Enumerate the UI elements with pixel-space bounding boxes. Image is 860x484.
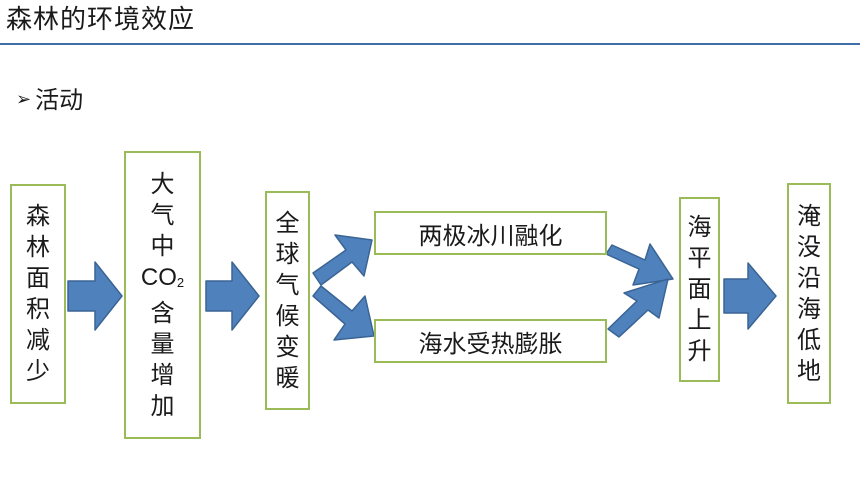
sealevel-char: 海 [687, 213, 712, 241]
co2-before-char: 气 [150, 200, 175, 229]
arrow-forest-to-co2 [67, 261, 123, 331]
glacier-label: 两极冰川融化 [418, 221, 563, 250]
seawater-label: 海水受热膨胀 [418, 329, 563, 358]
node-co2-increase: 大气中 CO2 含量增加 [124, 151, 201, 439]
node-forest-decrease: 森林面积减少 [10, 184, 66, 404]
arrow-bullet-icon: ➢ [16, 89, 32, 110]
node-coastal-flooding: 淹没沿海低地 [787, 183, 831, 404]
activity-label: 活动 [35, 86, 84, 114]
sealevel-char: 平 [687, 244, 712, 272]
warming-char: 候 [275, 301, 300, 330]
forest-char: 积 [26, 295, 50, 323]
arrow-co2-to-warming [205, 261, 260, 331]
forest-char: 面 [26, 264, 50, 292]
co2-after-char: 量 [150, 329, 175, 358]
forest-char: 少 [26, 357, 50, 385]
arrow-warming-to-seawater [312, 285, 375, 341]
node-global-warming: 全球气候变暖 [265, 191, 310, 410]
flood-char: 沿 [797, 263, 821, 292]
co2-after-char: 增 [150, 360, 175, 389]
co2-label: CO2 [141, 262, 184, 298]
forest-char: 森 [26, 202, 50, 230]
arrow-sealevel-to-flood [723, 262, 777, 330]
warming-char: 变 [275, 332, 300, 361]
flood-char: 淹 [797, 201, 821, 230]
co2-before-char: 大 [150, 169, 175, 198]
co2-after-char: 加 [150, 391, 175, 420]
arrow-warming-to-glacier [312, 234, 373, 286]
warming-char: 气 [275, 270, 300, 299]
flood-char: 海 [797, 294, 821, 323]
co2-main: CO [140, 263, 177, 291]
title-divider [0, 43, 860, 45]
node-glacier-melting: 两极冰川融化 [374, 211, 607, 255]
page-title: 森林的环境效应 [6, 5, 196, 35]
flood-char: 低 [797, 325, 821, 354]
sealevel-char: 面 [687, 275, 712, 303]
co2-before-char: 中 [150, 231, 175, 260]
arrow-seawater-to-sealevel [607, 278, 669, 338]
forest-char: 林 [26, 233, 50, 261]
warming-char: 全 [275, 208, 300, 237]
forest-char: 减 [26, 326, 50, 354]
warming-char: 球 [275, 239, 300, 268]
node-seawater-expansion: 海水受热膨胀 [374, 319, 607, 363]
flood-char: 没 [797, 232, 821, 261]
node-sea-level-rise: 海平面上升 [679, 197, 720, 382]
activity-heading: ➢ 活动 [16, 84, 83, 116]
arrow-glacier-to-sealevel [605, 243, 674, 286]
sealevel-char: 上 [687, 306, 712, 334]
sealevel-char: 升 [687, 337, 712, 365]
warming-char: 暖 [275, 363, 300, 392]
co2-subscript: 2 [176, 274, 185, 290]
co2-after-char: 含 [150, 298, 175, 327]
flood-char: 地 [797, 356, 821, 385]
